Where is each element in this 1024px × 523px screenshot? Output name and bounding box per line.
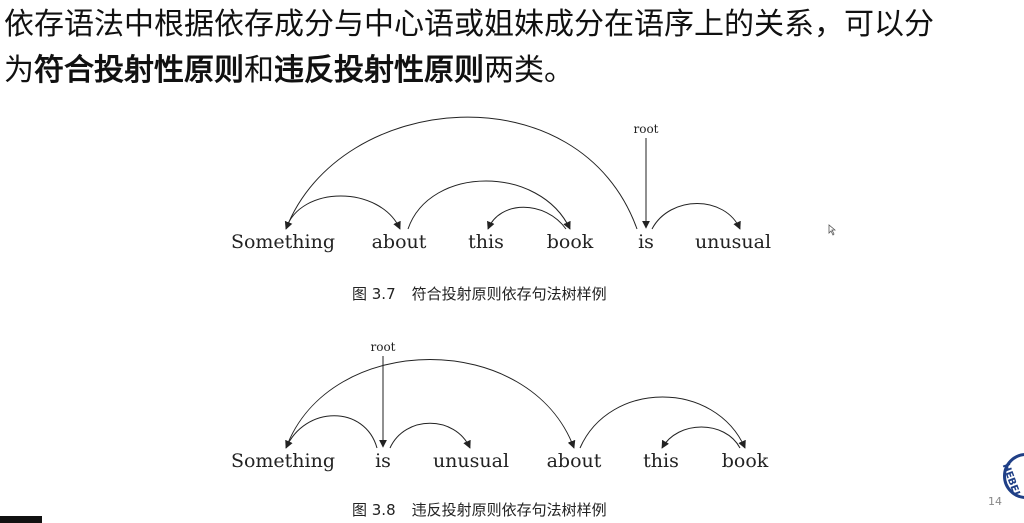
arc-is-unusual [389,422,471,449]
intro-paragraph: 依存语法中根据依存成分与中心语或姐妹成分在语序上的关系，可以分 为符合投射性原则… [4,2,1024,94]
word-book: book [722,450,769,472]
word-this: this [468,231,504,253]
word-about: about [372,231,427,253]
word-unusual: unusual [433,450,509,472]
caption-number: 图 3.8 [352,501,396,519]
figure-3-7-caption: 图 3.7 符合投射原则依存句法树样例 [352,283,607,304]
word-about: about [547,450,602,472]
intro-line-1: 依存语法中根据依存成分与中心语或姐妹成分在语序上的关系，可以分 [4,7,934,42]
figure-3-7-tree: root Something about this book is unusua… [231,116,771,253]
intro-line2-prefix: 为 [4,53,34,88]
arc-is-something [285,415,378,449]
term-projective: 符合投射性原则 [34,53,244,88]
word-this: this [643,450,679,472]
intro-conjunction: 和 [244,53,274,88]
arc-something-about [285,195,401,230]
root-label: root [370,340,395,354]
arc-about-book [407,180,571,230]
caption-text: 违反投射原则依存句法树样例 [411,501,607,519]
arc-about-book [579,396,746,449]
root-label: root [633,122,658,136]
arc-is-unusual [651,203,741,230]
word-something: Something [231,231,335,253]
word-unusual: unusual [695,231,771,253]
caption-text: 符合投射原则依存句法树样例 [411,285,607,303]
word-book: book [547,231,594,253]
taskbar-edge [0,516,42,523]
word-something: Something [231,450,335,472]
mouse-cursor-icon [828,224,836,236]
page-number: 14 [988,495,1002,508]
arc-book-this [487,206,567,230]
arc-book-this [661,426,741,449]
term-non-projective: 违反投射性原则 [274,53,484,88]
intro-suffix: 两类。 [484,53,574,88]
arc-something-about [285,359,576,449]
word-is: is [375,450,391,472]
arc-is-something [284,116,638,230]
figure-3-8-tree: root Something is unusual about this boo… [231,340,769,472]
caption-number: 图 3.7 [352,285,396,303]
word-is: is [638,231,654,253]
intro-line-2: 为符合投射性原则和违反投射性原则两类。 [4,48,1024,94]
figure-3-8-caption: 图 3.8 违反投射原则依存句法树样例 [352,499,607,520]
